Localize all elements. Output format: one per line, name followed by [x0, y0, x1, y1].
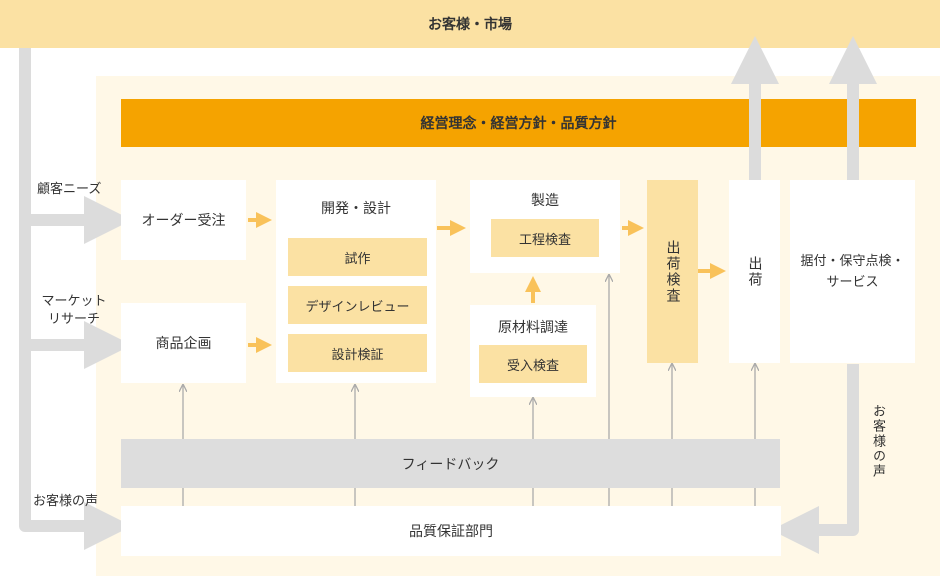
raw-materials-box: 原材料調達 受入検査 [470, 305, 596, 397]
quality-assurance-box: 品質保証部門 [121, 506, 781, 556]
order-receipt-box: オーダー受注 [121, 180, 246, 260]
right-voice-line [771, 364, 859, 554]
customer-voice-right-label: お客様の声 [870, 404, 885, 479]
design-verification-step: 設計検証 [288, 334, 427, 372]
process-inspection-step: 工程検査 [491, 219, 599, 257]
market-research-label: マーケット リサーチ [36, 293, 112, 329]
shipping-inspection-label: 出荷検査 [664, 239, 681, 304]
market-research-line2: リサーチ [47, 312, 100, 327]
manufacturing-box: 製造 工程検査 [470, 180, 620, 273]
shipping-inspection-box: 出荷検査 [647, 180, 698, 363]
service-line1: 据付・保守点検・ [800, 253, 905, 269]
prototype-step: 試作 [288, 238, 427, 276]
customer-voice-left-label: お客様の声 [33, 494, 99, 509]
market-research-line1: マーケット [41, 294, 107, 309]
feedback-bar: フィードバック [121, 439, 780, 488]
product-planning-box: 商品企画 [121, 303, 246, 383]
policy-bar: 経営理念・経営方針・品質方針 [121, 99, 916, 147]
dev-design-box: 開発・設計 試作 デザインレビュー 設計検証 [276, 180, 436, 383]
manufacturing-title: 製造 [531, 193, 559, 209]
customer-needs-label: 顧客ニーズ [37, 182, 102, 197]
raw-materials-title: 原材料調達 [498, 320, 568, 336]
service-box: 据付・保守点検・ サービス [790, 180, 915, 363]
dev-design-title: 開発・設計 [321, 201, 391, 217]
shipping-box: 出荷 [729, 180, 780, 363]
service-line2: サービス [826, 274, 879, 290]
design-review-step: デザインレビュー [288, 286, 427, 324]
shipping-label: 出荷 [746, 255, 763, 288]
left-channel-line [19, 48, 132, 550]
receiving-inspection-step: 受入検査 [479, 345, 587, 383]
customer-market-bar: お客様・市場 [0, 0, 940, 48]
